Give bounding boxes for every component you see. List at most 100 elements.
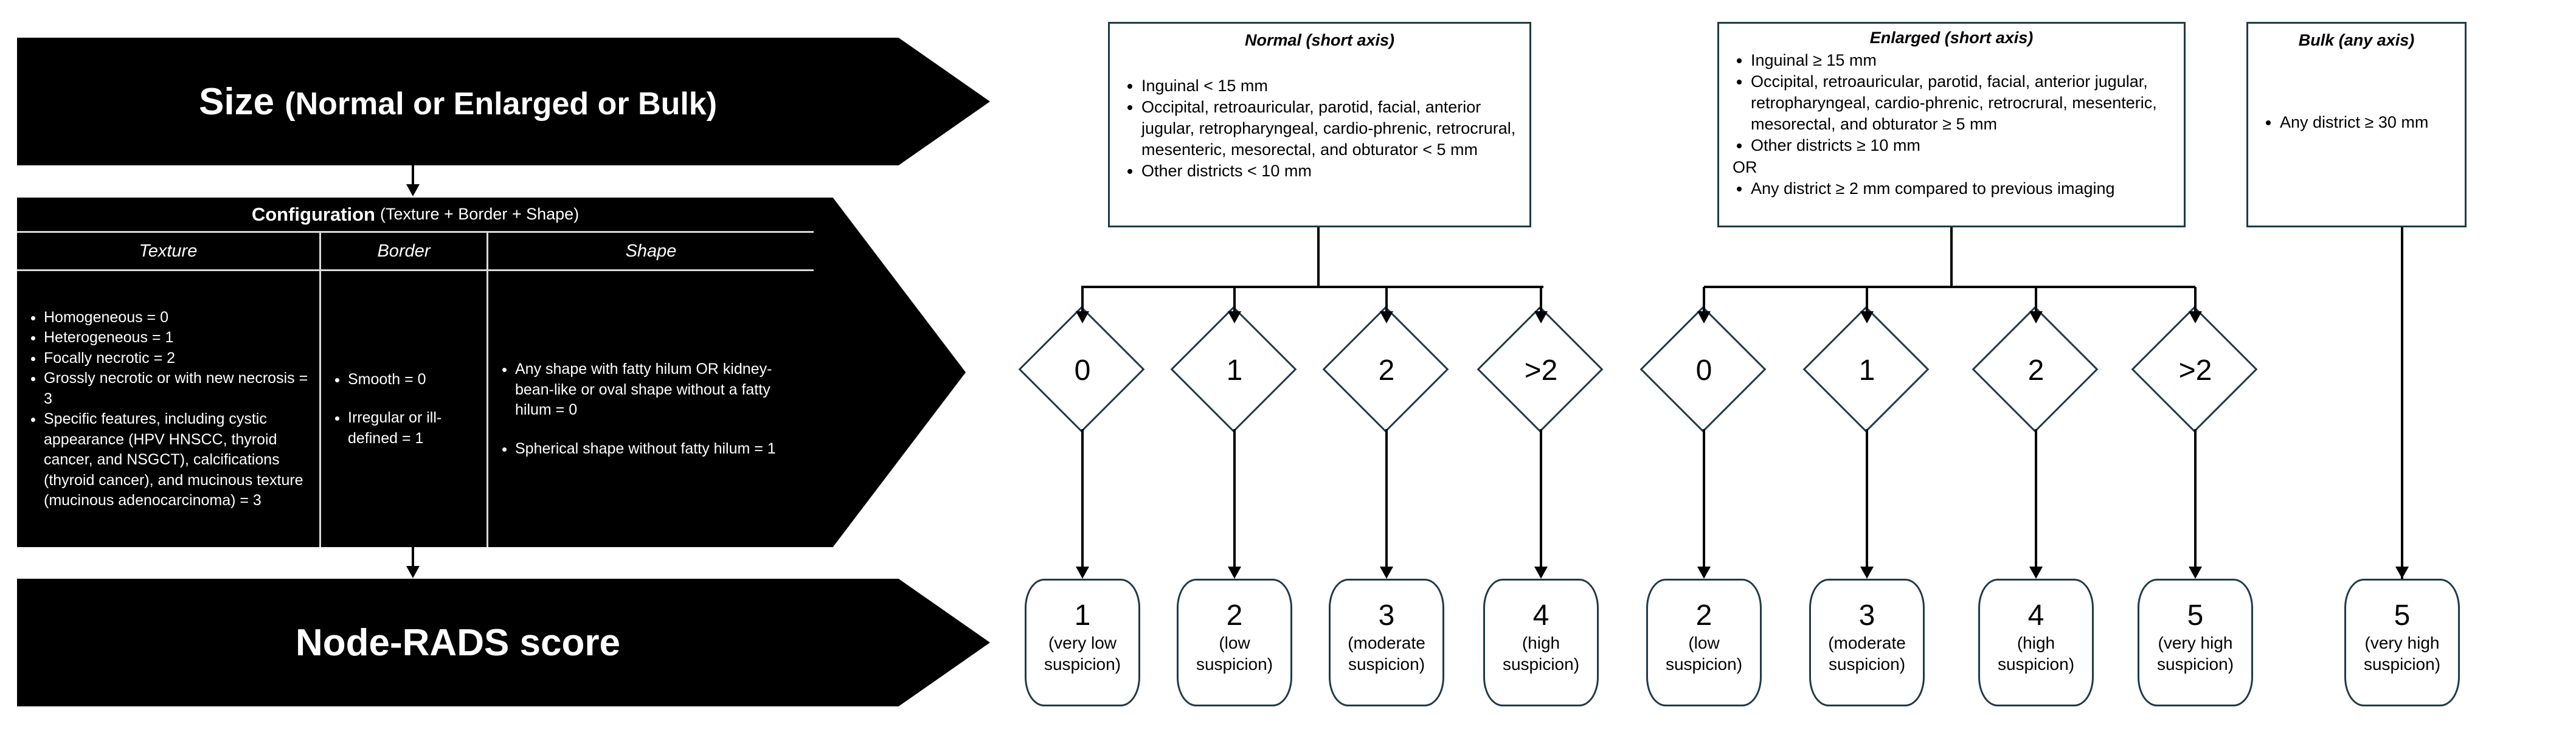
score-number: 5 [2394,599,2411,632]
connector-bus-diamond [1540,287,1542,315]
node-rads-score-box: 4(high suspicion) [1483,579,1599,706]
connector-bus-diamond [1866,287,1868,315]
score-description: (low suspicion) [1196,633,1273,674]
bulk-size-box: Bulk (any axis) Any district ≥ 30 mm [2246,22,2467,227]
diamond-label: 0 [1695,354,1712,387]
node-rads-score-box: 5(very high suspicion) [2344,579,2460,706]
node-rads-score-box: 3(moderate suspicion) [1329,579,1444,706]
bulk-criterion: Any district ≥ 30 mm [2280,112,2457,133]
connector-config-score [412,547,414,568]
arrowhead [1228,311,1241,323]
score-banner-title: Node-RADS score [296,621,620,664]
texture-list: Homogeneous = 0 Heterogeneous = 1 Focall… [17,271,319,547]
or-label: OR [1733,157,1757,176]
texture-item: Specific features, including cystic appe… [44,409,313,511]
configuration-title: Configuration (Texture + Border + Shape) [17,198,814,233]
score-description: (very high suspicion) [2156,633,2234,674]
configuration-title-text: Configuration [251,203,375,225]
diamond-label: 1 [1858,354,1875,387]
size-banner: Size (Normal or Enlarged or Bulk) [17,38,990,165]
texture-item: Heterogeneous = 1 [44,328,313,348]
texture-item: Homogeneous = 0 [44,308,313,328]
arrowhead [406,566,420,578]
diamond-label: >2 [1524,354,1558,387]
arrowhead [2029,311,2043,323]
connector-bus-diamond [1385,287,1388,315]
arrowhead [1076,567,1089,579]
arrowhead [2189,311,2202,323]
enlarged-criterion: Inguinal ≥ 15 mm [1751,50,2176,71]
connector-normal-stem [1317,227,1320,287]
configuration-background [17,198,966,547]
size-banner-subtitle: (Normal or Enlarged or Bulk) [285,86,718,122]
connector-diamond-score [1081,429,1084,569]
arrowhead [2395,567,2409,579]
score-description: (moderate suspicion) [1828,633,1906,674]
score-description: (high suspicion) [1997,633,2075,674]
configuration-score-diamond: 1 [1170,306,1298,433]
connector-enlarged-stem [1950,227,1953,287]
shape-header: Shape [488,233,814,271]
enlarged-box-title: Enlarged (short axis) [1869,29,2034,47]
configuration-score-diamond: 0 [1639,306,1767,433]
configuration-score-diamond: >2 [1477,306,1604,433]
texture-item: Grossly necrotic or with new necrosis = … [44,368,313,409]
normal-criterion: Occipital, retroauricular, parotid, faci… [1141,97,1522,160]
arrowhead [2189,567,2202,579]
shape-item: Any shape with fatty hilum OR kidney-bea… [515,359,805,421]
node-rads-score-box: 4(high suspicion) [1978,579,2094,706]
arrowhead [2029,567,2043,579]
arrowhead [1860,311,1874,323]
normal-criterion: Inguinal < 15 mm [1141,75,1522,97]
score-banner: Node-RADS score [17,579,990,706]
arrowhead [1076,311,1089,323]
score-number: 1 [1074,599,1091,632]
connector-normal-bus [1081,286,1543,288]
arrowhead [406,184,420,196]
score-description: (moderate suspicion) [1348,633,1425,674]
enlarged-criterion: Any district ≥ 2 mm compared to previous… [1751,178,2176,199]
configuration-score-diamond: 1 [1802,306,1930,433]
score-description: (very low suspicion) [1044,633,1121,674]
score-number: 4 [1532,599,1549,632]
arrowhead [1228,567,1241,579]
normal-criterion: Other districts < 10 mm [1141,160,1522,182]
score-number: 3 [1858,599,1875,632]
shape-list: Any shape with fatty hilum OR kidney-bea… [488,271,814,547]
configuration-subtitle: (Texture + Border + Shape) [380,205,580,223]
configuration-score-diamond: 2 [1322,306,1450,433]
normal-size-box: Normal (short axis) Inguinal < 15 mm Occ… [1108,22,1531,227]
connector-bulk-stem [2401,227,2403,579]
score-description: (high suspicion) [1502,633,1580,674]
score-description: (very high suspicion) [2363,633,2441,674]
arrowhead [1380,311,1393,323]
score-number: 4 [2027,599,2045,632]
connector-bus-diamond [1081,287,1084,315]
arrowhead [1534,567,1548,579]
connector-diamond-score [1703,429,1705,569]
connector-diamond-score [1866,429,1868,569]
diamond-label: 2 [2027,354,2045,387]
enlarged-size-box: Enlarged (short axis) Inguinal ≥ 15 mm O… [1717,22,2186,227]
diamond-label: >2 [2178,354,2212,387]
score-description: (low suspicion) [1665,633,1743,674]
size-banner-text: Size (Normal or Enlarged or Bulk) [17,80,899,123]
connector-diamond-score [1540,429,1542,569]
normal-box-title: Normal (short axis) [1244,31,1395,49]
connector-diamond-score [2035,429,2037,569]
diamond-label: 2 [1378,354,1395,387]
arrowhead [1697,311,1711,323]
connector-diamond-score [1233,429,1236,569]
score-number: 3 [1378,599,1395,632]
border-list: Smooth = 0 Irregular or ill-defined = 1 [321,271,486,547]
border-header: Border [321,233,486,271]
enlarged-criterion: Occipital, retroauricular, parotid, faci… [1751,71,2176,135]
diamond-label: 0 [1074,354,1091,387]
texture-header: Texture [17,233,319,271]
configuration-content: Configuration (Texture + Border + Shape)… [17,198,814,547]
arrowhead [1860,567,1874,579]
node-rads-score-box: 2(low suspicion) [1646,579,1762,706]
column-divider [486,233,488,547]
connector-bus-diamond [1233,287,1236,315]
